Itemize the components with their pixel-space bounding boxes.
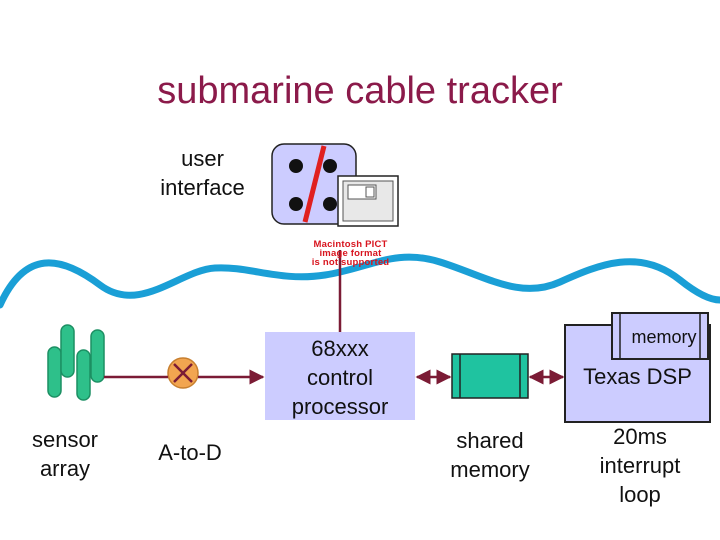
- processor-box: [265, 332, 415, 420]
- processor-label: 68xxx control processor: [291, 336, 389, 419]
- shared-memory-label: shared memory: [450, 428, 530, 482]
- adc-cross-icon: [167, 357, 199, 389]
- memory-label: memory: [631, 327, 697, 347]
- memory-chip: [611, 312, 709, 360]
- shared-memory-chip: [451, 353, 529, 399]
- user-interface-label: user interface: [160, 146, 245, 200]
- dsp-label: Texas DSP: [583, 364, 692, 389]
- interrupt-loop-label: 20ms interrupt loop: [599, 424, 681, 507]
- page-title: submarine cable tracker: [157, 70, 563, 112]
- sensor-array-label: sensor array: [31, 427, 99, 481]
- a-to-d-label: A-to-D: [158, 440, 222, 465]
- ocean-wave: [0, 253, 720, 309]
- screen-icon: [337, 175, 399, 227]
- sensor-cylinder-icon: [47, 324, 105, 401]
- pict-unsupported-notice: Macintosh PICT image format is not suppo…: [311, 239, 390, 268]
